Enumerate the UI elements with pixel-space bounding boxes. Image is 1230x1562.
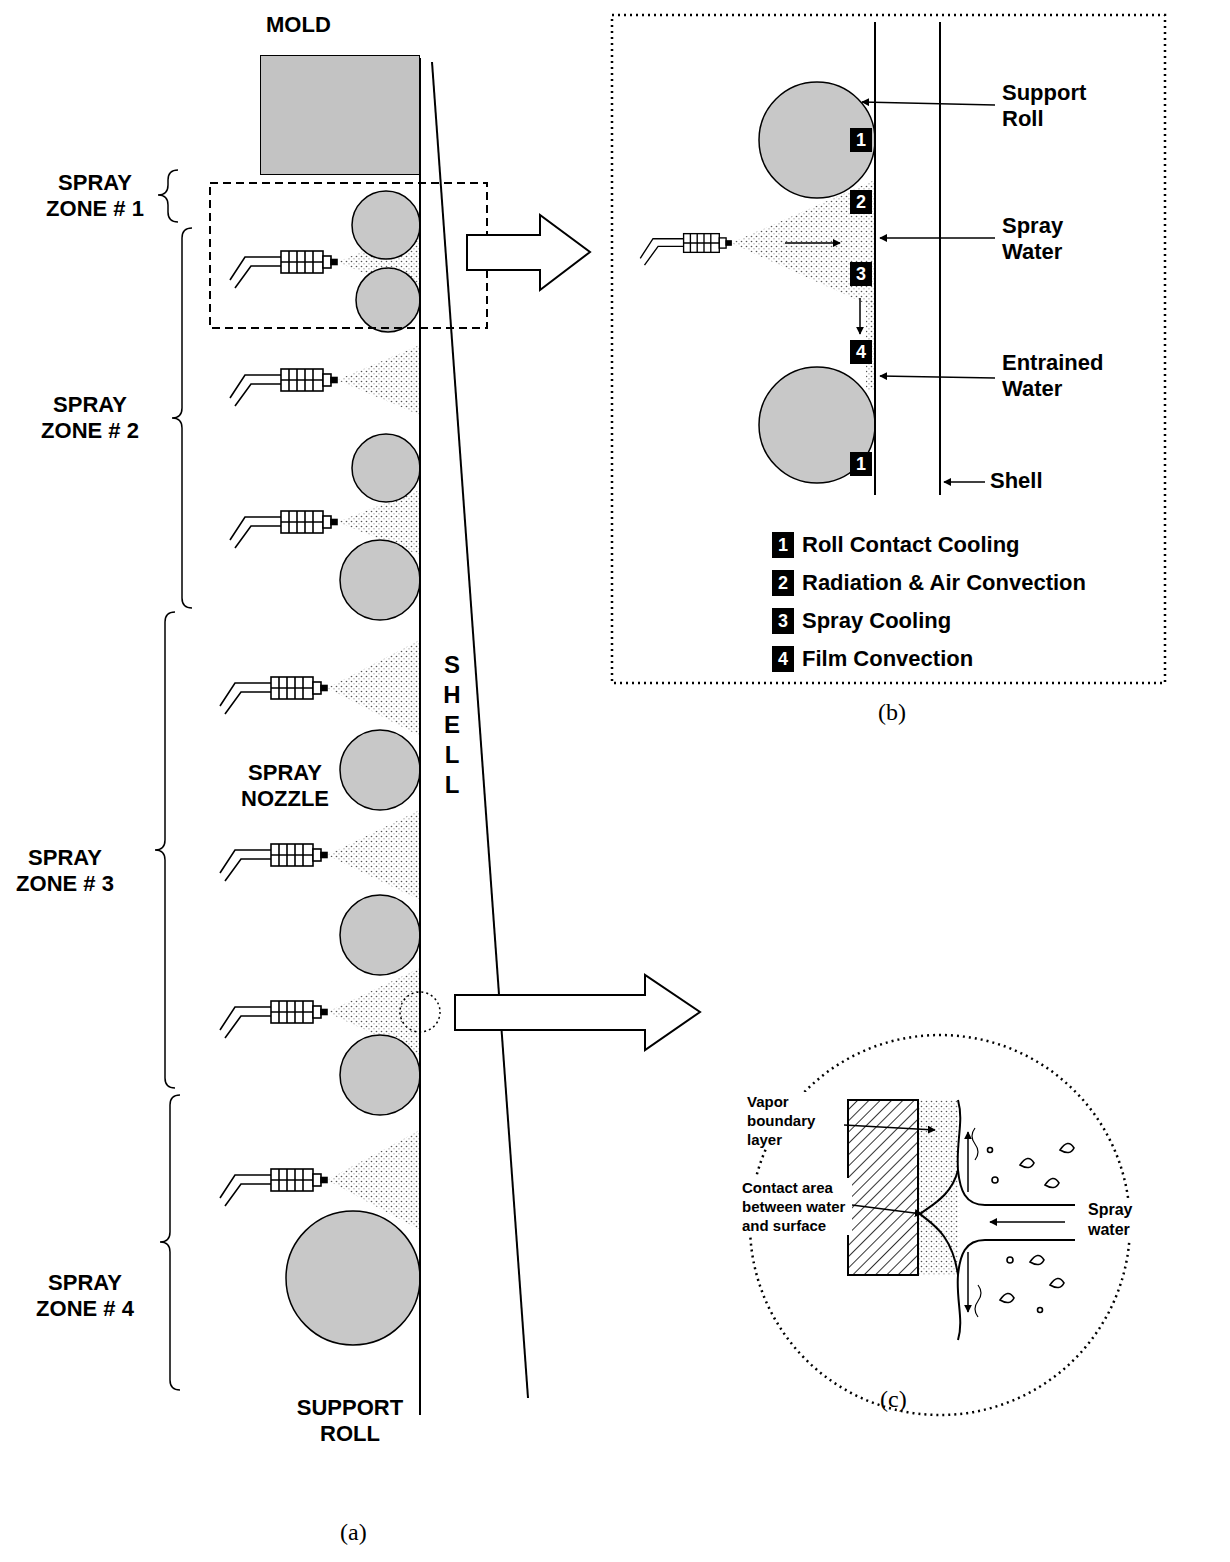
leader-arrow [844,1125,935,1214]
legend-row: 2 Radiation & Air Convection [772,570,1086,596]
mold-shape [260,55,420,175]
callout-number: 4 [850,340,872,364]
zone-label: SPRAY ZONE # 4 [25,1270,145,1322]
callout-number: 3 [850,262,872,286]
legend-swatch: 4 [772,646,794,672]
callout-number: 1 [778,532,788,558]
callout-number: 1 [850,452,872,476]
legend-row: 1 Roll Contact Cooling [772,532,1020,558]
leader-arrow [785,102,995,482]
callout-number: 3 [778,608,788,634]
callout-number: 2 [778,570,788,596]
water-jet [920,1100,1075,1340]
legend-text: Radiation & Air Convection [802,570,1086,596]
part-label: SUPPORT ROLL [295,1395,405,1447]
zone-label: SPRAY ZONE # 3 [5,845,125,897]
legend-text: Spray Cooling [802,608,951,634]
part-label: Entrained Water [1002,350,1127,402]
block-arrow [467,215,590,290]
legend-swatch: 3 [772,608,794,634]
detail-frame [612,15,1165,683]
zoom-circle [400,992,440,1032]
part-label: Contact area between water and surface [740,1178,852,1235]
callout-number: 4 [778,646,788,672]
panel-caption: (b) [878,698,906,726]
spray-nozzle [640,234,731,265]
panel-caption: (a) [340,1518,367,1546]
block-label: MOLD [266,12,422,38]
legend-row: 3 Spray Cooling [772,608,951,634]
part-label: SHELL [440,650,464,800]
part-label: Spray Water [1002,213,1102,265]
flow-arrow [968,1132,1065,1312]
zone-brace [155,170,192,1390]
legend-row: 4 Film Convection [772,646,973,672]
legend-text: Film Convection [802,646,973,672]
block-arrow [455,975,700,1050]
shell-lines [875,22,940,495]
mold-block: MOLD [258,12,422,177]
part-label: Support Roll [1002,80,1112,132]
spray-cone [731,180,875,308]
part-label: Shell [990,468,1043,494]
part-label: Vapor boundary layer [745,1092,844,1149]
zoom-frame [210,183,487,328]
part-label: Spray water [1086,1200,1154,1240]
zone-label: SPRAY ZONE # 1 [35,170,155,222]
legend-swatch: 2 [772,570,794,596]
spray-cone [327,228,420,1230]
callout-number: 1 [850,128,872,152]
part-label: SPRAY NOZZLE [220,760,350,812]
droplets [988,1143,1075,1312]
panel-caption: (c) [880,1385,907,1413]
spray-nozzle [220,251,337,1206]
support-roll [759,82,875,483]
callout-number: 2 [850,190,872,214]
vapor-layer [918,1100,958,1275]
zone-label: SPRAY ZONE # 2 [30,392,150,444]
legend-swatch: 1 [772,532,794,558]
legend-text: Roll Contact Cooling [802,532,1020,558]
